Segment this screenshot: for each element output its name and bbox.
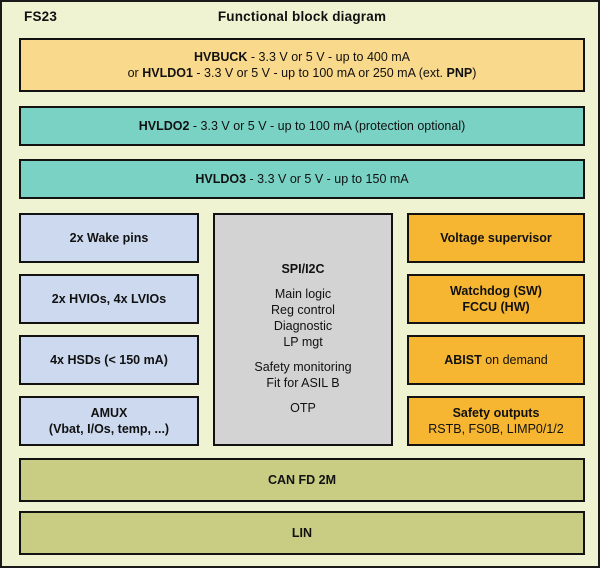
block-hvldo2: HVLDO2 - 3.3 V or 5 V - up to 100 mA (pr… [19, 106, 585, 146]
hvbuck-spec-1: - 3.3 V or 5 V - up to 400 mA [247, 50, 411, 64]
wake-pins-label: 2x Wake pins [69, 231, 149, 245]
hvldo3-line: HVLDO3 - 3.3 V or 5 V - up to 150 mA [195, 171, 408, 187]
safety-outputs-label: Safety outputs [452, 406, 540, 420]
diagram-header: FS23 Functional block diagram [2, 2, 598, 33]
block-can-fd: CAN FD 2M [19, 458, 585, 502]
core-interface-label: SPI/I2C [281, 262, 325, 276]
hvldo1-bold-label: HVLDO1 [142, 66, 193, 80]
hvbuck-line-2: or HVLDO1 - 3.3 V or 5 V - up to 100 mA … [128, 65, 477, 81]
part-number-label: FS23 [24, 9, 58, 24]
hsds-label: 4x HSDs (< 150 mA) [50, 353, 168, 367]
hvios-lvios-label: 2x HVIOs, 4x LVIOs [51, 292, 167, 306]
pnp-bold-label: PNP [446, 66, 473, 80]
hvldo3-spec: - 3.3 V or 5 V - up to 150 mA [246, 172, 409, 186]
hvldo2-line: HVLDO2 - 3.3 V or 5 V - up to 100 mA (pr… [139, 118, 466, 134]
hvldo1-spec-end: ) [472, 66, 477, 80]
core-logic-line-3: Diagnostic [273, 319, 333, 333]
core-memory-label: OTP [290, 401, 316, 415]
block-wake-pins: 2x Wake pins [19, 213, 199, 263]
amux-sources: (Vbat, I/Os, temp, ...) [48, 422, 170, 436]
core-safety-line-2: Fit for ASIL B [266, 376, 340, 390]
core-logic-line-2: Reg control [271, 303, 335, 317]
block-lin: LIN [19, 511, 585, 555]
hvldo1-spec: - 3.3 V or 5 V - up to 100 mA or 250 mA … [192, 66, 447, 80]
can-fd-label: CAN FD 2M [267, 473, 337, 487]
block-core-logic: SPI/I2C Main logic Reg control Diagnosti… [213, 213, 393, 446]
block-hvbuck: HVBUCK - 3.3 V or 5 V - up to 400 mA or … [19, 38, 585, 92]
core-logic-group: Main logic Reg control Diagnostic LP mgt [271, 286, 335, 350]
block-hvios-lvios: 2x HVIOs, 4x LVIOs [19, 274, 199, 324]
core-safety-group: Safety monitoring Fit for ASIL B [254, 359, 351, 391]
watchdog-label: Watchdog (SW) [450, 284, 542, 298]
hvldo3-bold-label: HVLDO3 [195, 172, 247, 186]
abist-detail: on demand [481, 353, 548, 367]
hvldo2-spec: - 3.3 V or 5 V - up to 100 mA (protectio… [189, 119, 466, 133]
block-abist: ABIST on demand [407, 335, 585, 385]
block-safety-outputs: Safety outputs RSTB, FS0B, LIMP0/1/2 [407, 396, 585, 446]
voltage-supervisor-label: Voltage supervisor [440, 231, 552, 245]
hvbuck-or-prefix: or [127, 66, 143, 80]
core-memory-group: OTP [290, 400, 316, 416]
block-amux: AMUX (Vbat, I/Os, temp, ...) [19, 396, 199, 446]
abist-line: ABIST on demand [444, 352, 548, 368]
block-watchdog-fccu: Watchdog (SW) FCCU (HW) [407, 274, 585, 324]
fccu-label: FCCU (HW) [462, 300, 530, 314]
hvbuck-bold-label: HVBUCK [193, 50, 248, 64]
block-voltage-supervisor: Voltage supervisor [407, 213, 585, 263]
lin-label: LIN [291, 526, 313, 540]
core-interface-group: SPI/I2C [281, 261, 324, 277]
hvbuck-line-1: HVBUCK - 3.3 V or 5 V - up to 400 mA [194, 49, 410, 65]
safety-outputs-pins: RSTB, FS0B, LIMP0/1/2 [428, 422, 564, 436]
hvldo2-bold-label: HVLDO2 [138, 119, 190, 133]
core-logic-line-1: Main logic [274, 287, 332, 301]
core-logic-line-4: LP mgt [283, 335, 323, 349]
block-hvldo3: HVLDO3 - 3.3 V or 5 V - up to 150 mA [19, 159, 585, 199]
abist-bold-label: ABIST [444, 353, 482, 367]
block-hsds: 4x HSDs (< 150 mA) [19, 335, 199, 385]
amux-label: AMUX [90, 406, 128, 420]
page-title: Functional block diagram [217, 9, 387, 24]
core-safety-line-1: Safety monitoring [254, 360, 352, 374]
